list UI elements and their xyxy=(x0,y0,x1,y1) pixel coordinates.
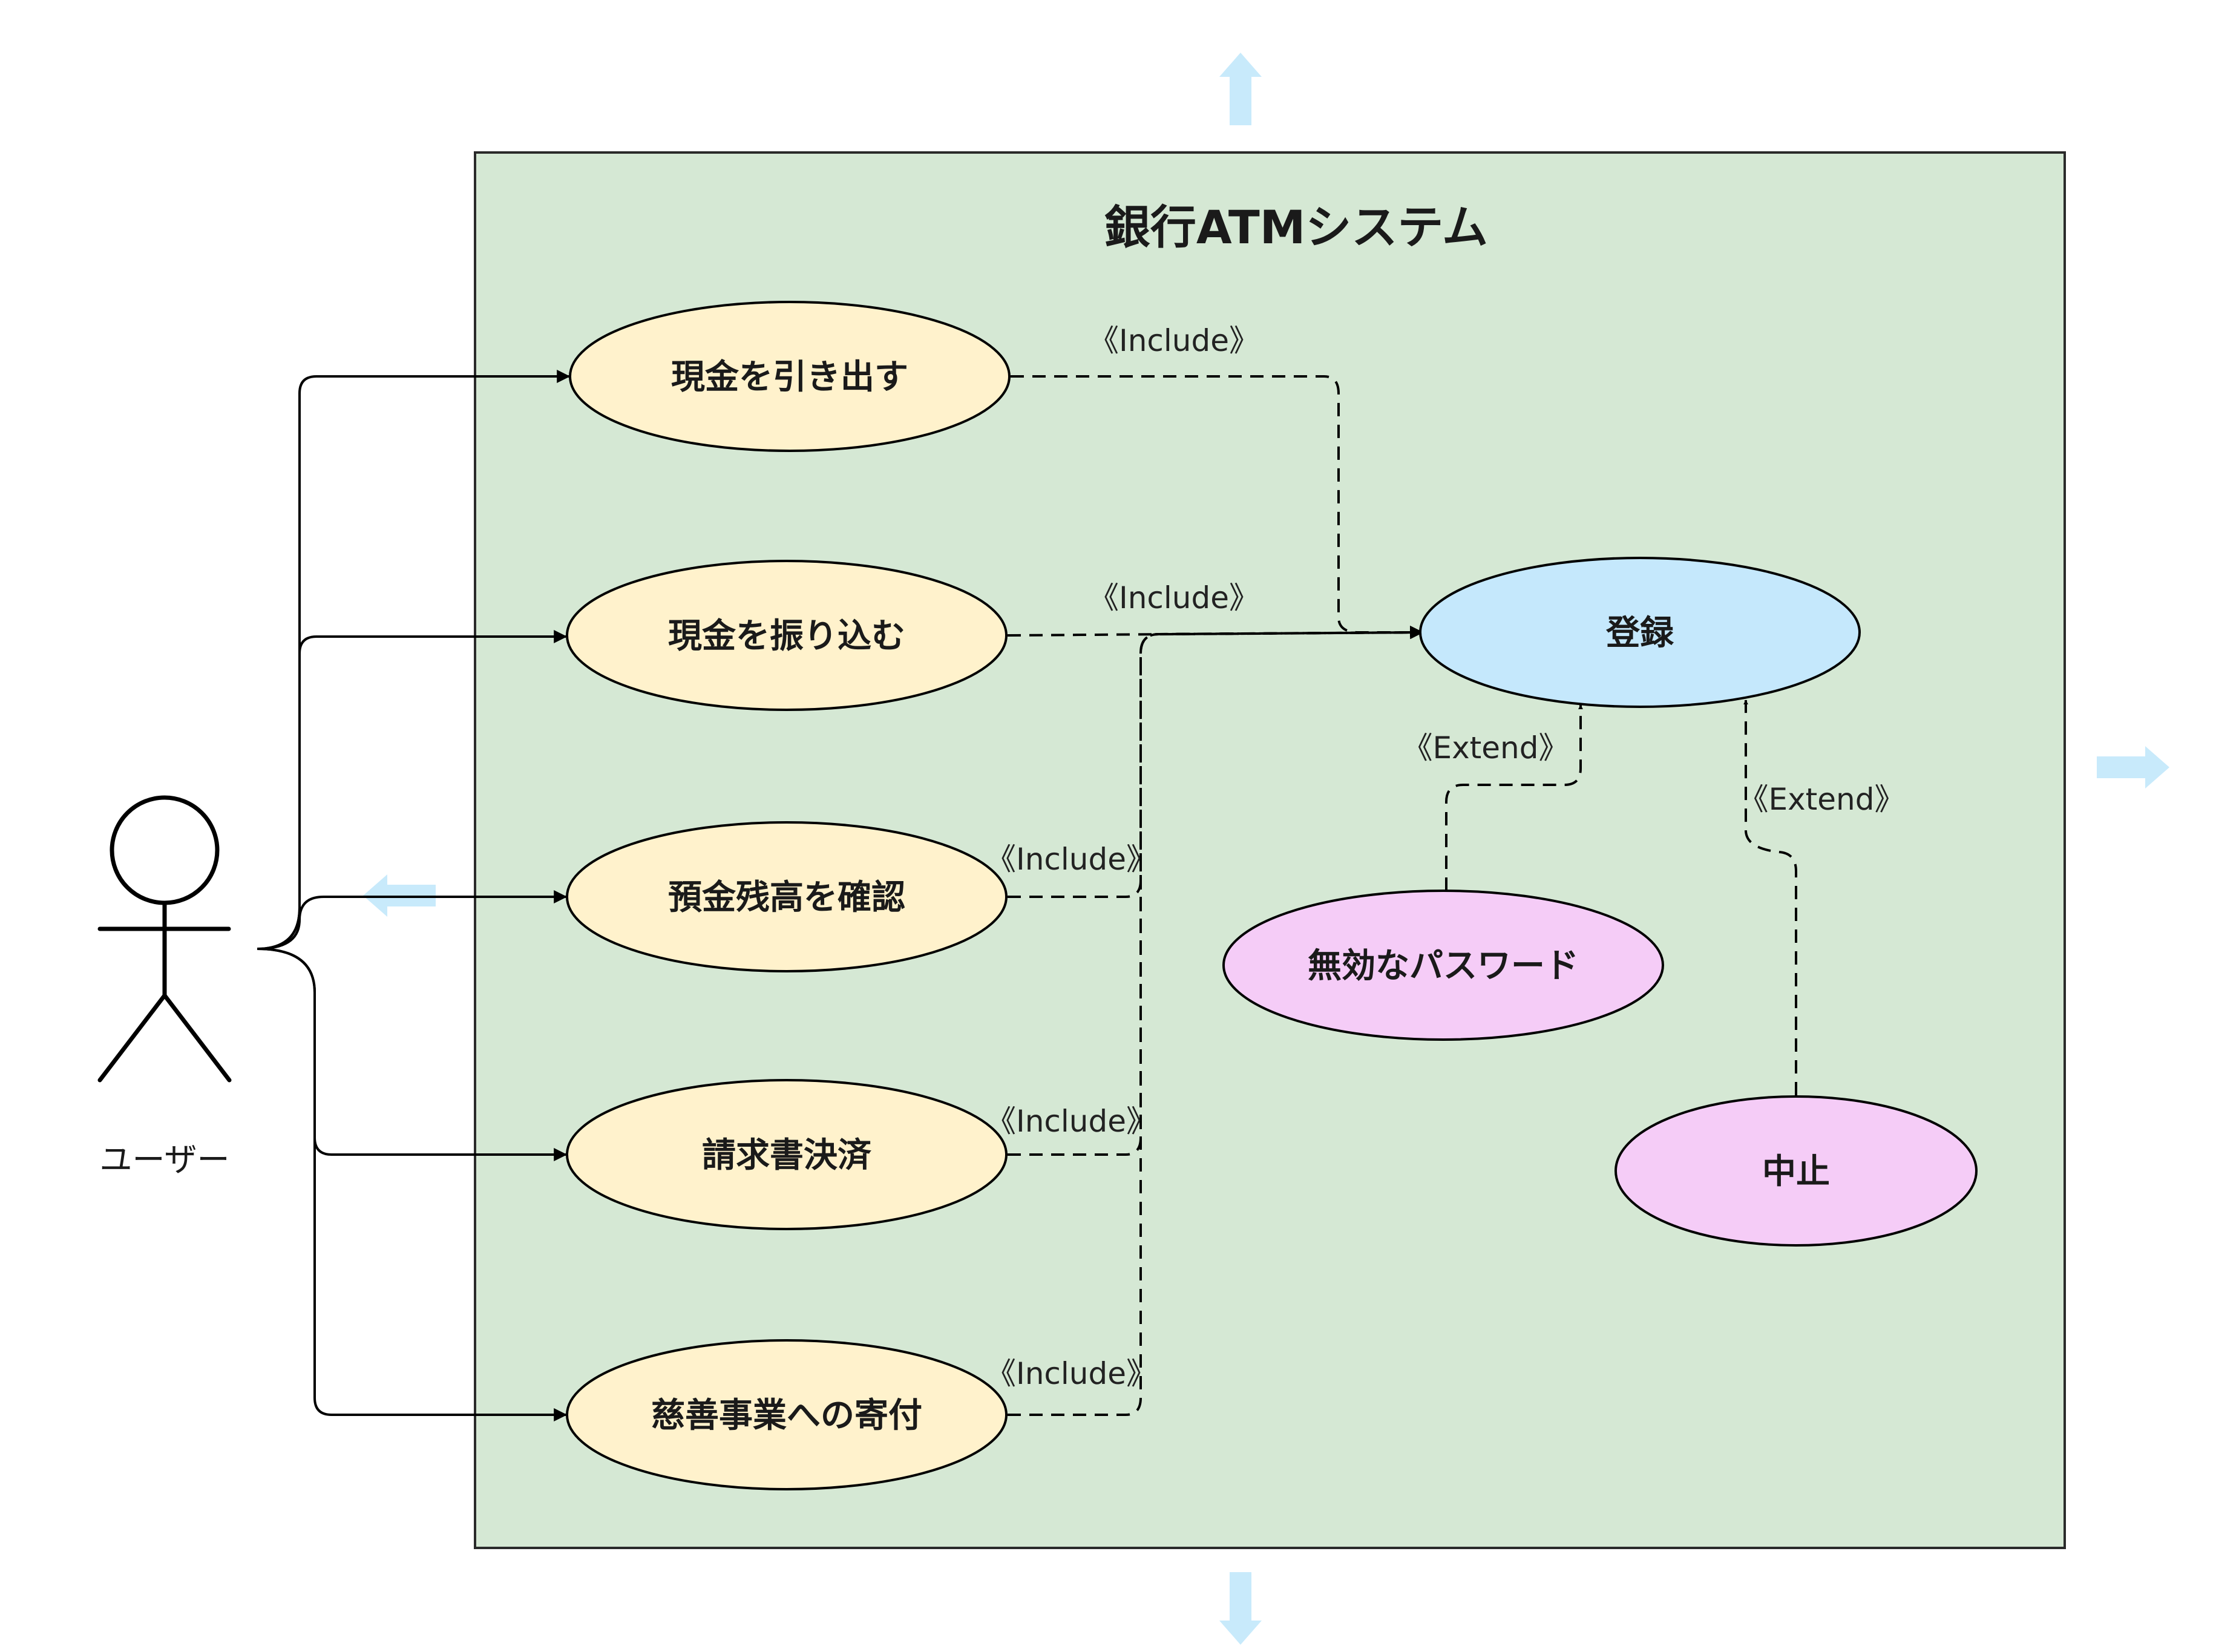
usecase-donation[interactable]: 慈善事業への寄付 xyxy=(566,1339,1008,1490)
system-title: 銀行ATMシステム xyxy=(1104,200,1488,254)
association-lines xyxy=(257,370,571,1421)
include-label-bill: 《Include》 xyxy=(986,1104,1156,1139)
resize-handle-up-icon[interactable] xyxy=(1219,53,1262,125)
include-label-donation: 《Include》 xyxy=(986,1356,1156,1391)
include-label-balance: 《Include》 xyxy=(986,842,1156,877)
include-label-withdraw: 《Include》 xyxy=(1089,323,1259,358)
include-label-transfer: 《Include》 xyxy=(1089,580,1259,615)
usecase-cancel[interactable]: 中止 xyxy=(1614,1095,1978,1247)
usecase-balance-label: 預金残高を確認 xyxy=(668,878,905,917)
usecase-invalid-password[interactable]: 無効なパスワード xyxy=(1222,890,1664,1041)
resize-handle-down-icon[interactable] xyxy=(1219,1572,1262,1645)
extend-label-invalid-password: 《Extend》 xyxy=(1403,730,1569,765)
extend-label-cancel: 《Extend》 xyxy=(1739,782,1905,817)
usecase-login-label: 登録 xyxy=(1605,614,1674,653)
usecase-login[interactable]: 登録 xyxy=(1419,557,1861,708)
usecase-invalid-password-label: 無効なパスワード xyxy=(1308,946,1579,986)
usecase-transfer[interactable]: 現金を振り込む xyxy=(566,560,1008,711)
usecase-transfer-label: 現金を振り込む xyxy=(668,617,905,656)
usecase-donation-label: 慈善事業への寄付 xyxy=(651,1396,922,1435)
include-lines xyxy=(1007,375,1424,1416)
association-balance xyxy=(257,890,568,950)
usecase-withdraw[interactable]: 現金を引き出す xyxy=(569,301,1011,452)
usecase-cancel-label: 中止 xyxy=(1762,1152,1830,1191)
usecase-withdraw-label: 現金を引き出す xyxy=(671,358,908,397)
resize-handle-right-icon[interactable] xyxy=(2097,746,2169,788)
actor-label: ユーザー xyxy=(100,1141,230,1179)
usecase-bill[interactable]: 請求書決済 xyxy=(566,1079,1008,1230)
extend-invalid-password-login xyxy=(1445,704,1583,891)
usecase-balance[interactable]: 預金残高を確認 xyxy=(566,821,1008,972)
actor-stick-figure-icon[interactable] xyxy=(97,795,232,1083)
extend-lines xyxy=(1445,700,1797,1095)
include-transfer-login xyxy=(1007,626,1424,640)
association-donation xyxy=(257,948,568,1421)
extend-cancel-login xyxy=(1743,700,1797,1095)
include-balance-login xyxy=(1008,626,1424,898)
usecase-bill-label: 請求書決済 xyxy=(702,1136,872,1175)
